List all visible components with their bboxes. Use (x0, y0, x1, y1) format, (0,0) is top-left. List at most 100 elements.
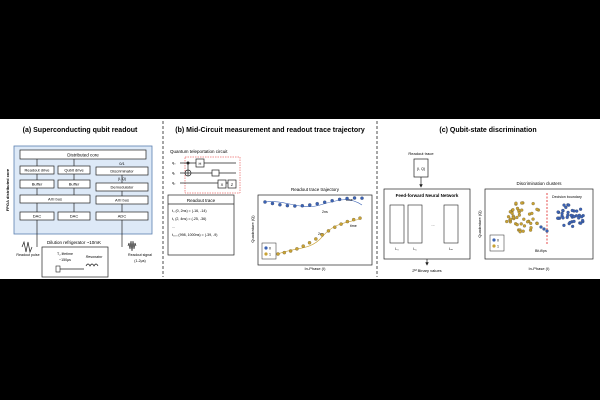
b-y-axis-label: Quadrature (Q) (250, 215, 255, 243)
resonator-coil (85, 263, 99, 267)
dac-mid-label: DAC (70, 214, 79, 219)
cluster-dot-1 (520, 201, 524, 205)
measure-gate (211, 169, 220, 177)
cluster-dot-1 (509, 217, 513, 221)
cluster-dot-0 (580, 215, 584, 219)
layer-l1 (407, 204, 423, 244)
gate-h-label: H (199, 161, 202, 166)
trajectory-dot-0 (345, 196, 349, 201)
buffer-mid-label: Buffer (69, 182, 80, 187)
fridge-box (41, 246, 109, 278)
cluster-dot-0 (561, 208, 565, 213)
trajectory-dot-0 (330, 199, 334, 203)
cluster-dot-1 (525, 220, 530, 224)
t2-value: ~150µs (59, 258, 71, 262)
qubit-q2: q₂ (172, 181, 176, 185)
b-legend-1-text: 1 (269, 253, 271, 257)
trajectory-dot-1 (320, 233, 324, 237)
qubit-drive-label: Qubit drive (64, 168, 84, 173)
cluster-dots (505, 201, 585, 234)
trajectory-dot-0 (337, 197, 342, 202)
layer-l0-label: L₀ (395, 247, 399, 251)
demodulator-label: Demodulator (111, 185, 135, 190)
readout-trace-title: Readout trace (187, 198, 216, 203)
figure: (a) Superconducting qubit readout FPGA d… (0, 119, 600, 279)
cluster-dot-1 (522, 224, 527, 228)
gate-z (227, 179, 237, 189)
time-label-1: time (350, 224, 357, 228)
figure-canvas: (a) Superconducting qubit readout FPGA d… (5, 121, 594, 278)
cluster-dot-1 (505, 219, 509, 224)
c-readout-trace-label: Readout trace (408, 151, 434, 156)
trajectory-dot-1 (351, 217, 356, 222)
panel-c-title: (c) Qubit-state discrimination (439, 127, 536, 134)
layer-ln-label: Lₙ (449, 247, 453, 251)
cluster-dot-0 (571, 224, 575, 228)
c-x-axis-label: In-Phase (I) (529, 266, 551, 271)
trajectory-title: Readout trace trajectory (291, 187, 340, 192)
trajectory-dot-1 (326, 229, 331, 233)
c-legend-1-marker (492, 244, 496, 248)
trajectory-dot-0 (308, 203, 312, 207)
circuit-label: Quantum teleportation circuit (170, 149, 228, 154)
cluster-dot-0 (556, 210, 560, 214)
cluster-dot-0 (577, 216, 581, 220)
cluster-dot-0 (567, 203, 571, 207)
bitflips-label: Bit-flips (535, 249, 547, 253)
trajectory-0-line (264, 199, 363, 207)
trajectory-dot-1 (333, 225, 337, 229)
qubit-q1: q₁ (172, 171, 176, 175)
b-legend-1-marker (264, 252, 268, 256)
panel-a: (a) Superconducting qubit readout FPGA d… (5, 127, 153, 278)
trajectory-dot-1 (314, 237, 318, 241)
c-legend-0-text: 0 (497, 239, 499, 243)
panel-a-title: (a) Superconducting qubit readout (23, 127, 138, 134)
output-bits: 0/1 (119, 161, 125, 166)
cluster-dot-0 (572, 219, 576, 223)
cluster-dot-0 (578, 207, 583, 211)
buffer-left-label: Buffer (32, 182, 43, 187)
panel-b-title: (b) Mid-Circuit measurement and readout … (175, 127, 365, 134)
trajectory-dot-1 (282, 250, 287, 255)
trajectory-dot-1 (301, 244, 305, 248)
cluster-dot-1 (531, 217, 535, 221)
cluster-dot-1 (522, 217, 526, 221)
layer-ln (443, 204, 459, 244)
gate-h (195, 158, 205, 168)
cluster-dot-1 (510, 211, 514, 215)
cluster-dot-0 (572, 215, 576, 219)
gate-x (217, 179, 227, 189)
cluster-dot-0 (579, 221, 583, 225)
qubit-element (55, 265, 61, 273)
resonator-label: Resonator (86, 255, 103, 259)
panel-c: (c) Qubit-state discrimination Readout t… (383, 127, 594, 273)
cluster-title: Discrimination clusters (516, 181, 562, 186)
cluster-dot-1 (535, 221, 539, 226)
cluster-dot-0 (562, 223, 566, 227)
t2-lifetime: T₂ lifetime (57, 252, 73, 256)
readout-trace-box (167, 194, 235, 256)
cluster-dot-0 (581, 218, 585, 223)
cluster-dot-0 (569, 213, 573, 217)
axi-bus-left-box (19, 194, 91, 204)
c-legend-0-marker (492, 238, 496, 242)
trajectory-dot-0 (300, 204, 305, 208)
adc-label: ADC (118, 214, 127, 219)
trajectory-dot-1 (339, 222, 343, 226)
layer-l0 (389, 204, 405, 244)
cluster-dot-1 (515, 215, 519, 220)
c-y-axis-label: Quadrature (Q) (477, 210, 482, 238)
layer-l1-label: L₁ (413, 247, 417, 251)
layer-ellipsis: ... (431, 222, 434, 227)
trace-row-1: t₁ (2, 4ns) = (-25, -36) (172, 217, 206, 221)
trajectory-dot-1 (288, 249, 293, 253)
trajectory-dot-1 (276, 252, 280, 256)
cluster-bitflip-dot (542, 227, 546, 231)
c-legend (489, 234, 505, 252)
trajectory-dot-1 (345, 219, 350, 224)
cluster-dot-1 (514, 201, 518, 205)
cluster-dot-1 (511, 208, 515, 212)
step-label-0: 2ns (322, 210, 328, 214)
panel-b: (b) Mid-Circuit measurement and readout … (167, 127, 373, 271)
axi-bus-right-label: AXI bus (115, 198, 129, 203)
